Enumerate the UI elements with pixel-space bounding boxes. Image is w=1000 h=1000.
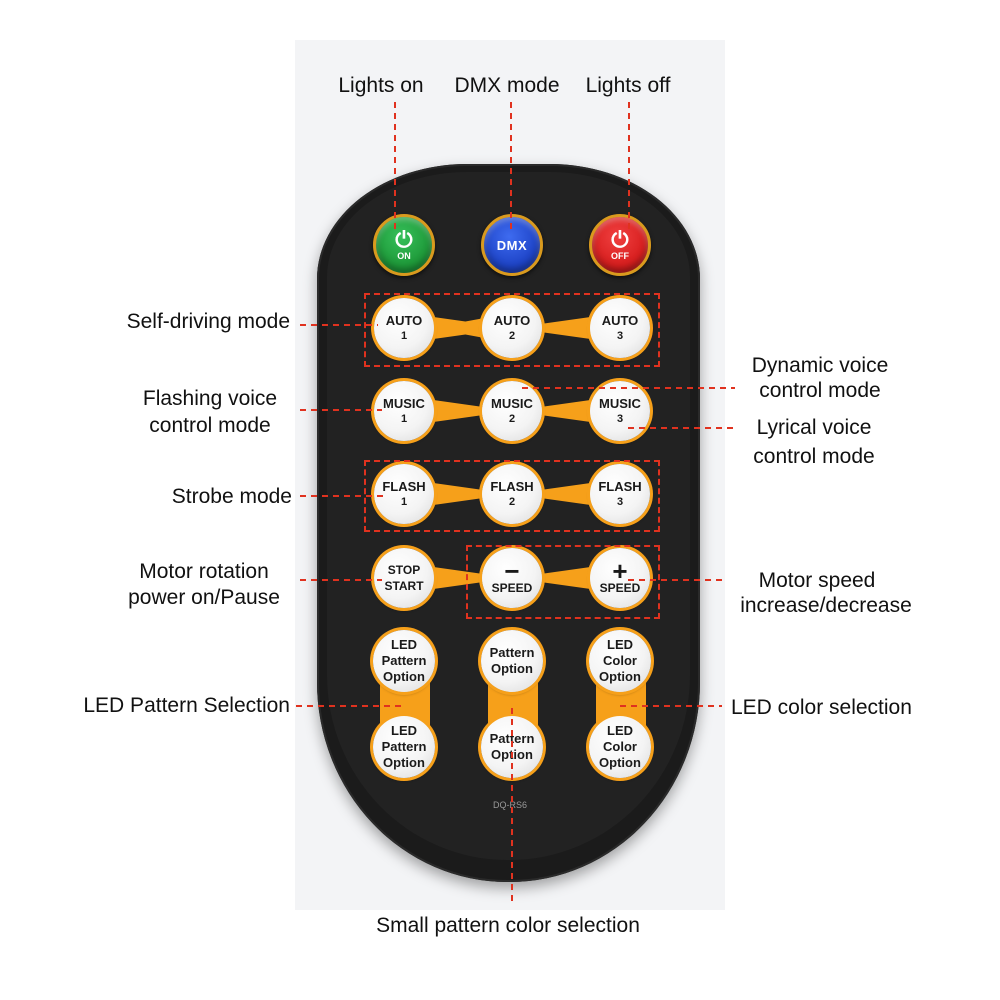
led-pattern-option-top-button[interactable]: LED Pattern Option bbox=[373, 630, 435, 692]
music-2-button[interactable]: MUSIC 2 bbox=[482, 381, 542, 441]
label-self-driving-mode: Self-driving mode bbox=[126, 310, 290, 333]
lights-on-button[interactable]: ⏻ ON bbox=[373, 214, 435, 276]
label-lyrical-voice-2: control mode bbox=[753, 445, 875, 468]
label-led-color-selection: LED color selection bbox=[731, 696, 912, 719]
pattern-option-top-button[interactable]: Pattern Option bbox=[481, 630, 543, 692]
label-lights-off: Lights off bbox=[585, 74, 671, 97]
button-label: MUSIC bbox=[599, 396, 641, 411]
label-motor-speed-1: Motor speed bbox=[758, 569, 876, 592]
button-label: Color bbox=[603, 739, 637, 754]
minus-icon: − bbox=[504, 556, 520, 586]
button-sublabel: 2 bbox=[508, 330, 516, 342]
auto-2-button[interactable]: AUTO 2 bbox=[482, 298, 542, 358]
button-label: AUTO bbox=[601, 313, 639, 328]
button-label: Pattern bbox=[489, 645, 535, 660]
button-label: Pattern bbox=[489, 731, 535, 746]
label-lyrical-voice-1: Lyrical voice bbox=[756, 416, 872, 439]
button-sublabel: SPEED bbox=[599, 581, 641, 595]
label-dynamic-voice-2: control mode bbox=[759, 379, 881, 402]
speed-decrease-button[interactable]: − SPEED bbox=[482, 548, 542, 608]
label-dmx-mode: DMX mode bbox=[454, 74, 560, 97]
button-label: STOP bbox=[387, 563, 421, 577]
button-sublabel: START bbox=[384, 579, 424, 593]
label-strobe-mode: Strobe mode bbox=[171, 485, 292, 508]
button-sublabel: 1 bbox=[400, 413, 408, 425]
button-label: Option bbox=[383, 669, 425, 684]
button-label: Pattern bbox=[381, 653, 427, 668]
flash-2-button[interactable]: FLASH 2 bbox=[482, 464, 542, 524]
label-motor-speed-2: increase/decrease bbox=[740, 594, 912, 617]
auto-1-button[interactable]: AUTO 1 bbox=[374, 298, 434, 358]
button-label: Option bbox=[599, 755, 641, 770]
music-1-button[interactable]: MUSIC 1 bbox=[374, 381, 434, 441]
dmx-label: DMX bbox=[496, 237, 528, 253]
button-label: LED bbox=[391, 637, 417, 652]
power-icon: ⏻ bbox=[395, 226, 413, 252]
auto-3-button[interactable]: AUTO 3 bbox=[590, 298, 650, 358]
button-sublabel: 1 bbox=[400, 330, 408, 342]
button-label: LED bbox=[607, 723, 633, 738]
label-motor-rotation-1: Motor rotation bbox=[139, 560, 269, 583]
off-label: OFF bbox=[611, 250, 629, 261]
flash-1-button[interactable]: FLASH 1 bbox=[374, 464, 434, 524]
button-sublabel: 3 bbox=[616, 330, 624, 342]
label-small-pattern-color-selection: Small pattern color selection bbox=[376, 914, 640, 937]
button-label: MUSIC bbox=[383, 396, 425, 411]
button-label: Option bbox=[491, 661, 533, 676]
button-label: Pattern bbox=[381, 739, 427, 754]
button-sublabel: 2 bbox=[508, 496, 516, 508]
label-flashing-voice-2: control mode bbox=[149, 414, 271, 437]
speed-increase-button[interactable]: + SPEED bbox=[590, 548, 650, 608]
flash-3-button[interactable]: FLASH 3 bbox=[590, 464, 650, 524]
label-lights-on: Lights on bbox=[338, 74, 424, 97]
button-sublabel: 3 bbox=[616, 413, 624, 425]
speed-group-box bbox=[466, 545, 660, 619]
button-label: MUSIC bbox=[491, 396, 533, 411]
stop-start-button[interactable]: STOP START bbox=[374, 548, 434, 608]
label-motor-rotation-2: power on/Pause bbox=[128, 586, 280, 609]
button-label: FLASH bbox=[490, 479, 534, 494]
power-icon: ⏻ bbox=[611, 226, 629, 252]
led-color-option-bottom-button[interactable]: LED Color Option bbox=[589, 716, 651, 778]
auto-row-group-box bbox=[364, 293, 660, 367]
lights-off-button[interactable]: ⏻ OFF bbox=[589, 214, 651, 276]
button-label: Color bbox=[603, 653, 637, 668]
button-label: Option bbox=[383, 755, 425, 770]
button-label: LED bbox=[391, 723, 417, 738]
button-label: FLASH bbox=[598, 479, 642, 494]
button-sublabel: SPEED bbox=[491, 581, 533, 595]
label-led-pattern-selection: LED Pattern Selection bbox=[83, 694, 290, 717]
led-pattern-option-bottom-button[interactable]: LED Pattern Option bbox=[373, 716, 435, 778]
button-sublabel: 3 bbox=[616, 496, 624, 508]
label-dynamic-voice-1: Dynamic voice bbox=[751, 354, 889, 377]
button-label: AUTO bbox=[493, 313, 531, 328]
flash-row-group-box bbox=[364, 460, 660, 532]
button-label: AUTO bbox=[385, 313, 423, 328]
on-label: ON bbox=[397, 250, 411, 261]
model-number: DQ-RS6 bbox=[492, 800, 527, 810]
button-label: Option bbox=[599, 669, 641, 684]
button-sublabel: 1 bbox=[400, 496, 408, 508]
button-sublabel: 2 bbox=[508, 413, 516, 425]
label-flashing-voice-1: Flashing voice bbox=[142, 387, 278, 410]
button-label: LED bbox=[607, 637, 633, 652]
music-3-button[interactable]: MUSIC 3 bbox=[590, 381, 650, 441]
button-label: FLASH bbox=[382, 479, 426, 494]
led-color-option-top-button[interactable]: LED Color Option bbox=[589, 630, 651, 692]
plus-icon: + bbox=[612, 556, 628, 586]
